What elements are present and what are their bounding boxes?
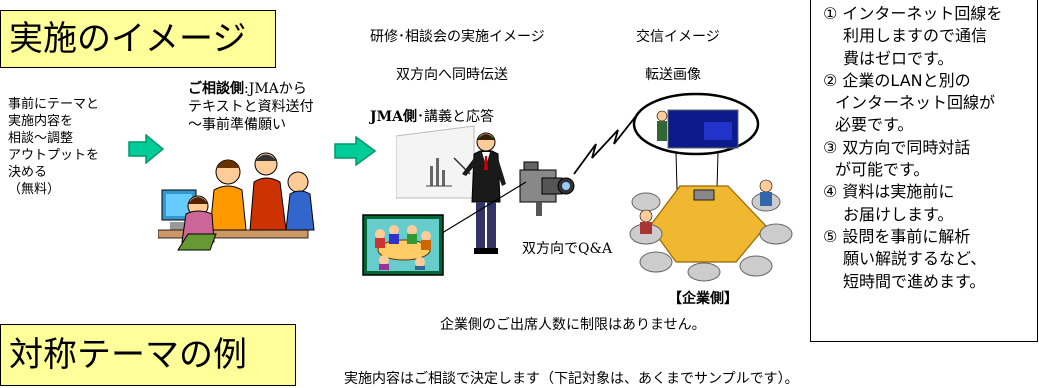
feature-line: ② 企業のLANと別の [823, 70, 971, 90]
left-description: 事前にテーマと 実施内容を 相談～調整 アウトプットを 決める （無料） [8, 96, 99, 198]
left-line: アウトプットを [8, 148, 100, 163]
consult-label-rest: :JMAから [244, 81, 307, 97]
attendance-note: 企業側のご出席人数に制限はありません。 [440, 317, 706, 333]
bottom-note: 実施内容はご相談で決定します（下記対象は、あくまでサンプルです）。 [344, 371, 799, 387]
conference-illustration [629, 92, 793, 282]
company-label: 【企業側】 [668, 291, 738, 307]
main-title-text: 実施のイメージ [9, 19, 247, 59]
jma-label: JMA側 [370, 109, 417, 125]
center-heading-2: 双方向へ同時伝送 [396, 67, 508, 83]
feature-line: ① インターネット回線を [823, 4, 1003, 23]
qa-label: 双方向でQ&A [522, 241, 613, 257]
feature-line: 利用しますので通信 [843, 26, 988, 46]
feature-line: 必要です。 [835, 115, 914, 135]
consult-line-1: ご相談側:JMAから [188, 80, 314, 98]
feature-line: ④ 資料は実施前に [823, 182, 955, 202]
video-camera-icon [519, 161, 575, 216]
signal-bolt-icon [573, 115, 637, 175]
section-title: 対称テーマの例 [0, 324, 296, 386]
left-line: （無料） [8, 182, 61, 197]
lecture-illustration [396, 125, 506, 254]
jma-label-rest: ･講義と応答 [416, 109, 494, 125]
feature-line: 費はゼロです。 [843, 48, 954, 68]
left-line: 相談～調整 [8, 131, 74, 146]
feature-line: お届けします。 [843, 204, 954, 224]
consult-label: ご相談側 [188, 81, 244, 97]
feature-line: ⑤ 設問を事前に解析 [823, 226, 971, 246]
feature-line: が可能です。 [835, 160, 930, 180]
left-line: 実施内容を [8, 114, 74, 129]
feature-line: 短時間で進めます。 [843, 271, 986, 291]
consult-description: ご相談側:JMAから テキストと資料送付 ～事前準備願い [188, 80, 314, 134]
section-title-text: 対称テーマの例 [9, 335, 247, 375]
feature-line: インターネット回線が [835, 93, 996, 113]
exchange-heading-2: 転送画像 [645, 67, 701, 83]
flow-arrow-icon [334, 136, 376, 166]
exchange-heading-1: 交信イメージ [636, 29, 720, 45]
left-line: 事前にテーマと [8, 97, 100, 112]
consult-line-2: テキストと資料送付 [188, 99, 314, 115]
features-panel: ① インターネット回線を 利用しますので通信 費はゼロです。 ② 企業のLANと… [810, 0, 1038, 342]
center-heading-1: 研修･相談会の実施イメージ [370, 29, 545, 45]
left-line: 決める [8, 165, 48, 180]
feature-line: ③ 双方向で同時対話 [823, 137, 971, 157]
main-title: 実施のイメージ [0, 10, 276, 68]
consultation-illustration [158, 152, 315, 251]
consult-line-3: ～事前準備願い [188, 117, 286, 133]
jma-heading: JMA側･講義と応答 [370, 108, 494, 126]
feature-line: 願い解説するなど、 [843, 249, 987, 269]
flow-arrow-icon [128, 134, 164, 164]
transmitted-video-icon [362, 214, 444, 276]
